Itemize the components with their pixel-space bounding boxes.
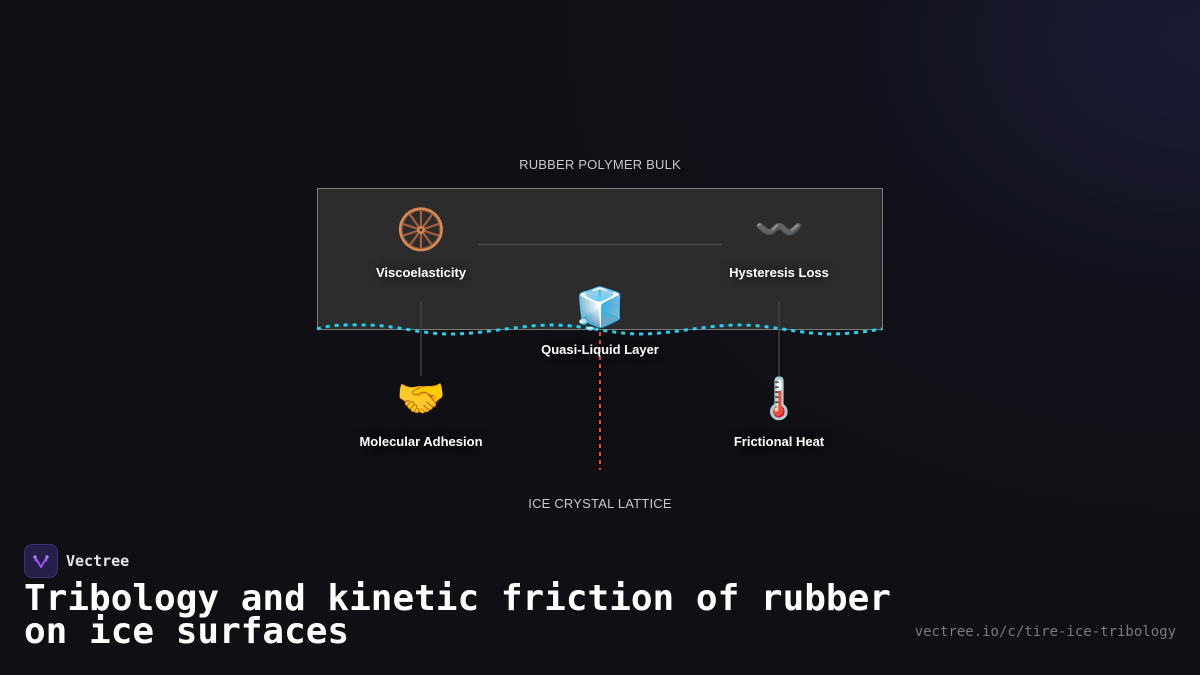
wavy-dash-icon: 〰️ xyxy=(754,208,804,252)
node-quasi-liquid-layer: 🧊 Quasi-Liquid Layer xyxy=(520,286,680,357)
brand: Vectree xyxy=(24,544,129,578)
ice-cube-icon: 🧊 xyxy=(575,287,625,331)
node-hysteresis-loss: 〰️ Hysteresis Loss xyxy=(704,207,854,280)
node-label: Quasi-Liquid Layer xyxy=(541,342,659,357)
node-molecular-adhesion: 🤝 Molecular Adhesion xyxy=(341,376,501,449)
page-title: Tribology and kinetic friction of rubber… xyxy=(24,578,891,652)
vectree-logo-icon xyxy=(24,544,58,578)
brand-name: Vectree xyxy=(66,552,130,570)
thermometer-icon: 🌡️ xyxy=(754,377,804,421)
node-label: Frictional Heat xyxy=(733,434,825,449)
node-frictional-heat: 🌡️ Frictional Heat xyxy=(704,376,854,449)
node-viscoelasticity: 🛞 Viscoelasticity xyxy=(351,207,491,280)
rubber-bulk-box xyxy=(317,188,883,330)
node-label: Viscoelasticity xyxy=(375,265,467,280)
tire-icon: 🛞 xyxy=(396,208,446,252)
handshake-icon: 🤝 xyxy=(396,377,446,421)
node-label: Molecular Adhesion xyxy=(359,434,483,449)
ice-layer-label: ICE CRYSTAL LATTICE xyxy=(528,496,672,511)
source-url: vectree.io/c/tire-ice-tribology xyxy=(914,624,1176,640)
rubber-layer-label: RUBBER POLYMER BULK xyxy=(519,157,681,172)
node-label: Hysteresis Loss xyxy=(729,265,829,280)
quasi-liquid-interface-wave xyxy=(316,323,883,336)
